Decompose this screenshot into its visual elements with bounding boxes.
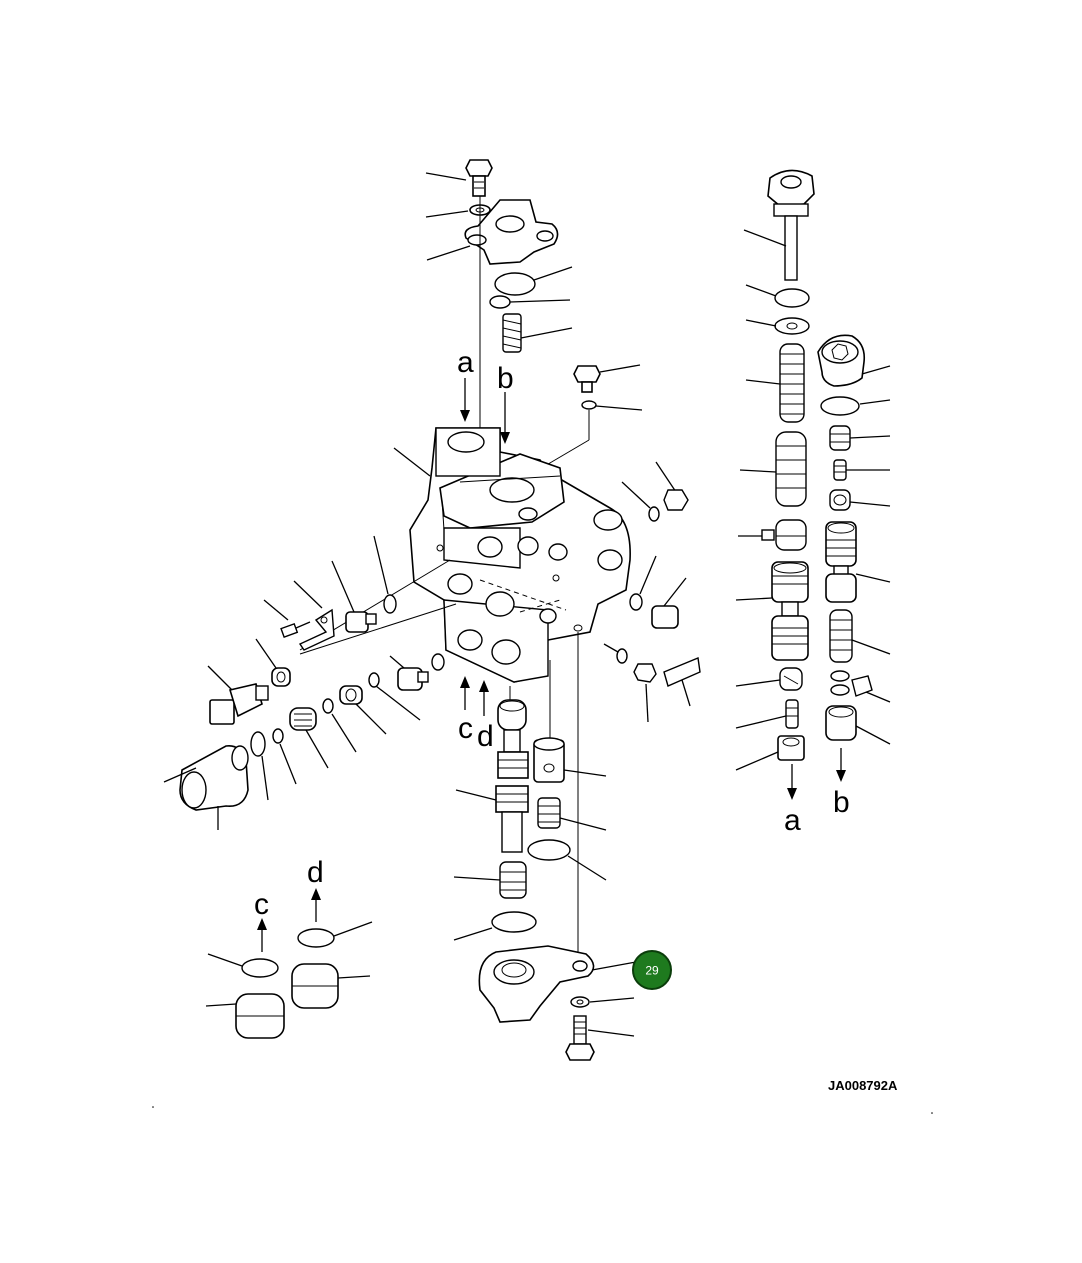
plug-left-2 — [389, 655, 429, 691]
right-col-a-seat — [738, 519, 807, 551]
right-col-b-cap-bottom — [825, 705, 891, 745]
bracket-left — [293, 580, 335, 651]
flow-arrow-c-mid: c — [458, 676, 473, 745]
top-spring — [502, 313, 573, 353]
o-ring-lower-center — [527, 839, 607, 881]
plug-left-1 — [331, 560, 377, 633]
flow-arrow-a-top: a — [457, 346, 474, 422]
flow-arrow-a-right: a — [784, 764, 801, 837]
right-col-b-spool — [825, 521, 891, 603]
small-bolt-left — [263, 599, 311, 638]
right-col-b-spring-cap — [829, 425, 891, 451]
bottom-washer — [570, 996, 635, 1008]
top-bracket — [426, 199, 559, 265]
speck-left — [152, 1106, 154, 1108]
spring-cap-left — [289, 707, 329, 769]
right-col-a-cap-small — [735, 667, 803, 691]
right-col-b-poppet — [829, 489, 891, 511]
right-col-a-spool — [735, 561, 809, 661]
right-col-a-o-ring — [745, 284, 810, 308]
flow-label-d-mid: d — [477, 720, 494, 753]
flow-label-b-right: b — [833, 786, 850, 819]
flow-label-b-top: b — [497, 362, 514, 395]
drawing-number: JA008792A — [828, 1078, 898, 1093]
right-col-b-spring-small — [833, 459, 890, 481]
o-ring-left-3 — [322, 698, 357, 753]
bottom-bolt — [565, 1015, 635, 1061]
flow-label-c-mid: c — [458, 712, 473, 745]
o-ring-lower-left — [453, 911, 537, 941]
bottom-flange — [478, 945, 637, 1023]
flow-arrow-d-lower: d — [307, 856, 324, 922]
callout-badge-29[interactable]: 29 — [632, 950, 672, 990]
cap-d-lower — [291, 963, 371, 1009]
flow-arrow-b-right: b — [833, 748, 850, 819]
right-col-b-o-ring — [820, 396, 891, 416]
top-o-ring — [489, 266, 573, 309]
right-col-a-spring-1 — [745, 343, 805, 423]
flow-label-a-top: a — [457, 346, 474, 379]
o-ring-left-1 — [373, 535, 397, 614]
flow-label-a-right: a — [784, 804, 801, 837]
speck-right — [931, 1112, 933, 1114]
top-bolt — [425, 159, 493, 197]
right-col-a-washer — [745, 317, 810, 335]
right-col-a-cap — [743, 169, 815, 281]
right-col-a-nut — [735, 735, 805, 771]
flow-arrow-d-mid: d — [477, 680, 494, 753]
valve-left-1 — [339, 685, 387, 735]
right-col-a-spring-2 — [739, 431, 807, 507]
o-ring-c-lower — [207, 953, 279, 978]
cap-lower-center — [533, 737, 607, 783]
cap-c-lower — [205, 993, 285, 1039]
o-ring-d-lower — [297, 921, 373, 948]
small-parts-right-of-body — [603, 461, 701, 723]
valve-body — [393, 427, 631, 683]
o-ring-left-2 — [368, 653, 445, 721]
right-col-b-spring — [829, 609, 891, 663]
solenoid-left — [163, 744, 249, 830]
spring-lower-left — [453, 861, 527, 899]
flow-arrow-b-top: b — [497, 362, 514, 444]
callout-number: 29 — [645, 964, 659, 978]
o-ring-left-4 — [250, 728, 297, 801]
right-col-a-spring-small — [735, 699, 799, 729]
sensor-left — [207, 665, 269, 725]
flow-arrow-c-lower: c — [254, 888, 269, 952]
flow-label-d-lower: d — [307, 856, 324, 889]
spool-lower — [455, 699, 529, 853]
right-col-b-cap — [817, 334, 891, 387]
plug-upper — [537, 364, 643, 471]
right-col-b-small-parts — [830, 670, 891, 703]
flow-label-c-lower: c — [254, 888, 269, 921]
spring-lower-center — [537, 797, 607, 831]
fitting-left — [255, 638, 291, 687]
